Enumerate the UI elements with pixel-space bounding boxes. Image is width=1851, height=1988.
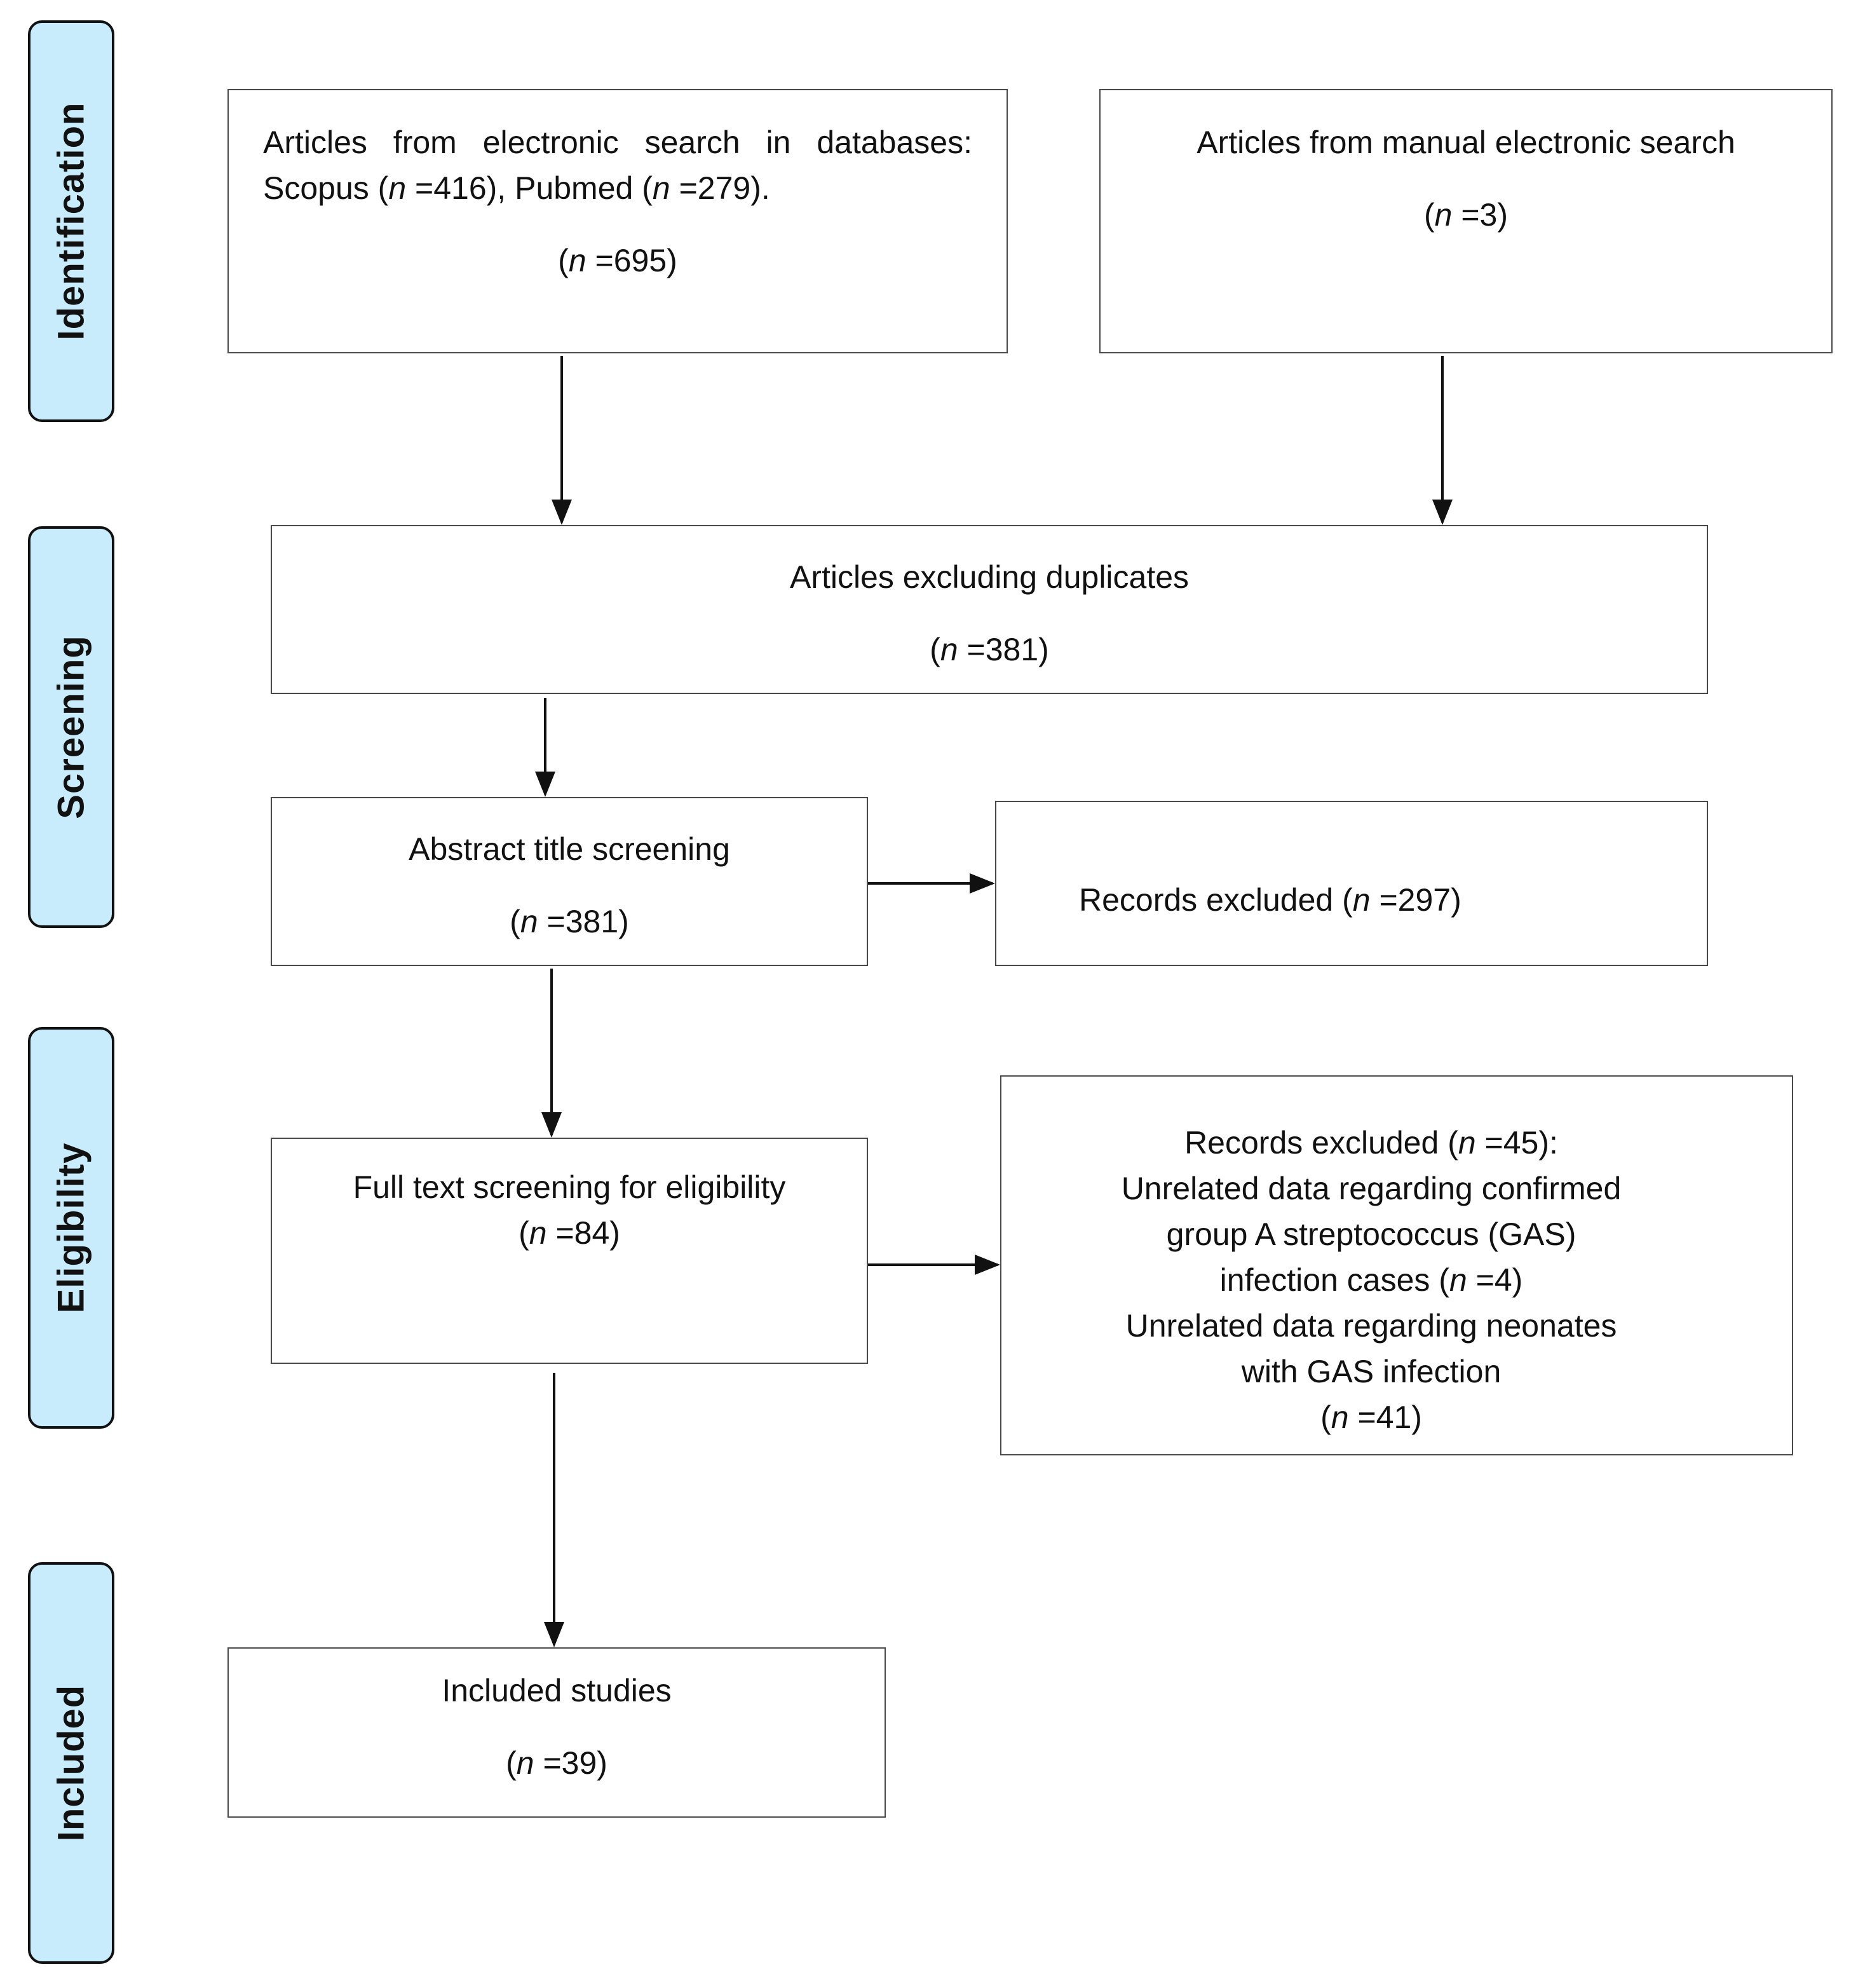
excluded-fulltext-line-7: (n =41): [1320, 1399, 1422, 1435]
records-excluded-fulltext-box: Records excluded (n =45): Unrelated data…: [1000, 1075, 1793, 1455]
databases-search-box: Articles from electronic search in datab…: [227, 89, 1008, 353]
excluded-fulltext-line-6: with GAS infection: [1241, 1354, 1502, 1389]
records-excluded-abstract-box: Records excluded (n =297): [995, 801, 1708, 966]
databases-count: (n =695): [558, 243, 677, 278]
databases-line-2: Scopus (n =416), Pubmed (n =279).: [263, 170, 770, 206]
abstract-screening-box: Abstract title screening (n =381): [271, 797, 868, 966]
duplicates-box: Articles excluding duplicates (n =381): [271, 525, 1708, 694]
fulltext-count: (n =84): [519, 1215, 620, 1251]
excluded-fulltext-line-5: Unrelated data regarding neonates: [1125, 1308, 1617, 1344]
included-count: (n =39): [506, 1745, 607, 1781]
duplicates-count: (n =381): [930, 632, 1049, 667]
phase-included: Included: [28, 1562, 114, 1964]
included-studies-box: Included studies (n =39): [227, 1647, 886, 1818]
fulltext-screening-box: Full text screening for eligibility (n =…: [271, 1138, 868, 1364]
databases-line-1: Articles from electronic search in datab…: [263, 125, 972, 160]
manual-search-box: Articles from manual electronic search (…: [1099, 89, 1833, 353]
phase-identification: Identification: [28, 20, 114, 422]
excluded-fulltext-line-4: infection cases (n =4): [1219, 1262, 1523, 1298]
phase-screening: Screening: [28, 526, 114, 928]
manual-count: (n =3): [1423, 197, 1509, 233]
excluded-fulltext-line-3: group A streptococcus (GAS): [1166, 1216, 1576, 1252]
abstract-line-1: Abstract title screening: [409, 831, 730, 867]
abstract-count: (n =381): [510, 904, 629, 939]
excluded-fulltext-line-1: Records excluded (n =45):: [1184, 1125, 1558, 1161]
phase-eligibility: Eligibility: [28, 1027, 114, 1429]
excluded-fulltext-line-2: Unrelated data regarding confirmed: [1121, 1171, 1622, 1206]
duplicates-line-1: Articles excluding duplicates: [789, 559, 1190, 595]
records-excluded-abstract-text: Records excluded (n =297): [1079, 882, 1461, 918]
fulltext-line-1: Full text screening for eligibility: [353, 1169, 786, 1205]
included-line-1: Included studies: [442, 1673, 672, 1708]
manual-line-1: Articles from manual electronic search: [1197, 125, 1735, 160]
